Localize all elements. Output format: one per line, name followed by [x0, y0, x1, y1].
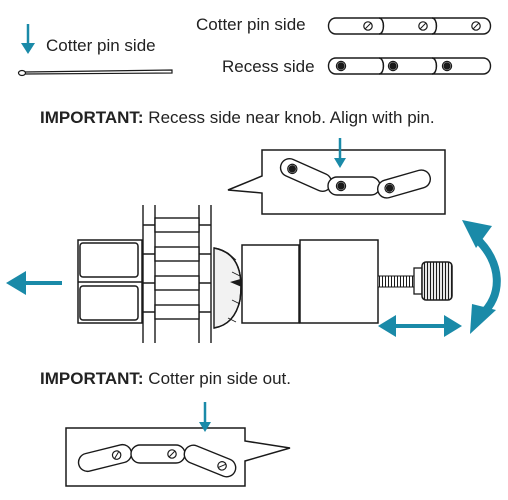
recess-side-chain [327, 57, 492, 75]
left-arrow-icon [6, 271, 62, 295]
cotter-pin-side-legend-label: Cotter pin side [196, 15, 306, 34]
important-note-2: IMPORTANT: Cotter pin side out. [40, 369, 291, 389]
cotter-pin-shape [17, 69, 173, 77]
important-note-1-text: Recess side near knob. Align with pin. [143, 108, 435, 127]
push-pin-tip [230, 278, 244, 288]
important-note-2-text: Cotter pin side out. [143, 369, 291, 388]
curved-double-arrow-icon [462, 220, 501, 334]
recess-side-legend-label: Recess side [222, 57, 315, 76]
callout-down-arrow-icon [334, 138, 346, 168]
cotter-pin-side-chain [327, 17, 492, 35]
tool-left-block [77, 239, 143, 324]
tool-holder [213, 247, 242, 329]
double-horizontal-arrow-icon [378, 315, 462, 337]
cotter-pin-side-label: Cotter pin side [46, 36, 156, 55]
important-note-1-title: IMPORTANT: [40, 108, 144, 127]
important-note-2-title: IMPORTANT: [40, 369, 144, 388]
down-arrow-icon [21, 24, 35, 54]
callout-2-down-arrow-icon [199, 402, 211, 432]
callout-recess-alignment [227, 138, 446, 215]
chain-breaker-tool [77, 205, 453, 343]
chain-in-tool [142, 205, 212, 343]
callout-cotter-out [65, 402, 291, 487]
threaded-rod-back [377, 275, 415, 288]
tool-knob [413, 261, 453, 301]
tool-housing [241, 239, 379, 324]
important-note-1: IMPORTANT: Recess side near knob. Align … [40, 108, 435, 128]
